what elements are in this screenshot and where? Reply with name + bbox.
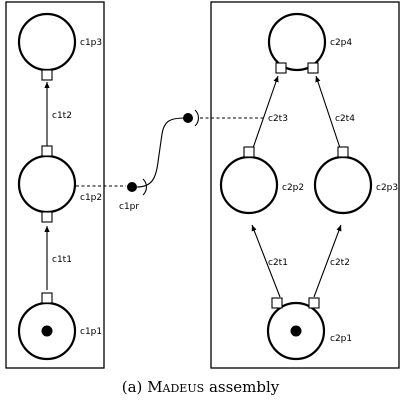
caption-prefix: (a) <box>121 378 143 396</box>
label-c2t3: c2t3 <box>268 114 288 124</box>
edge-c2t3 <box>251 75 279 152</box>
dock-c2p4-in-right <box>307 62 319 74</box>
dock-c2p1-out-left <box>271 297 283 309</box>
label-c1p2: c1p2 <box>80 193 102 203</box>
place-c2p2 <box>219 155 279 215</box>
dock-c1p1-out <box>41 292 53 304</box>
label-c2t4: c2t4 <box>335 114 355 124</box>
token-c2p1 <box>290 325 302 337</box>
caption-name: Madeus <box>147 378 205 396</box>
label-c2p4: c2p4 <box>330 38 352 48</box>
label-c2t2: c2t2 <box>330 258 350 268</box>
use-port-c2-socket <box>142 178 147 196</box>
label-c1t1: c1t1 <box>52 255 72 265</box>
edge-c2t2 <box>313 224 342 298</box>
dock-c2p4-in-left <box>275 62 287 74</box>
dock-c1p2-out <box>41 145 53 157</box>
label-c1t2: c1t2 <box>52 111 72 121</box>
component-c2-box <box>210 1 400 369</box>
place-c2p4 <box>267 12 327 72</box>
dock-c2p1-out-right <box>308 297 320 309</box>
figure-caption: (a) Madeus assembly <box>0 378 401 396</box>
provide-port-c2-side <box>183 113 193 123</box>
dock-c1p2-in <box>41 211 53 223</box>
place-c2p3 <box>313 155 373 215</box>
token-c1p1 <box>41 325 53 337</box>
provide-port-c1pr <box>127 182 137 192</box>
component-c1-box <box>5 1 105 369</box>
label-c1pr: c1pr <box>119 202 139 212</box>
label-c2p3: c2p3 <box>376 183 398 193</box>
place-c1p3 <box>17 12 77 72</box>
connection-curve <box>136 117 186 188</box>
use-port-c2t3-socket <box>194 109 199 127</box>
label-c2p2: c2p2 <box>282 183 304 193</box>
edge-c2t1 <box>251 224 281 298</box>
label-c2p1: c2p1 <box>330 334 352 344</box>
edge-c2t4 <box>315 75 342 152</box>
madeus-assembly-diagram: c1p3 c1p2 c1p1 c1t2 c1t1 c1pr c2p4 c2p2 … <box>5 1 400 369</box>
dock-c2p3-out <box>337 146 349 158</box>
caption-suffix: assembly <box>208 378 280 396</box>
dock-c2p2-out <box>243 146 255 158</box>
dock-c1p3-in <box>41 69 53 81</box>
label-c1p1: c1p1 <box>80 327 102 337</box>
label-c2t1: c2t1 <box>268 258 288 268</box>
label-c1p3: c1p3 <box>80 38 102 48</box>
place-c1p2 <box>17 154 77 214</box>
